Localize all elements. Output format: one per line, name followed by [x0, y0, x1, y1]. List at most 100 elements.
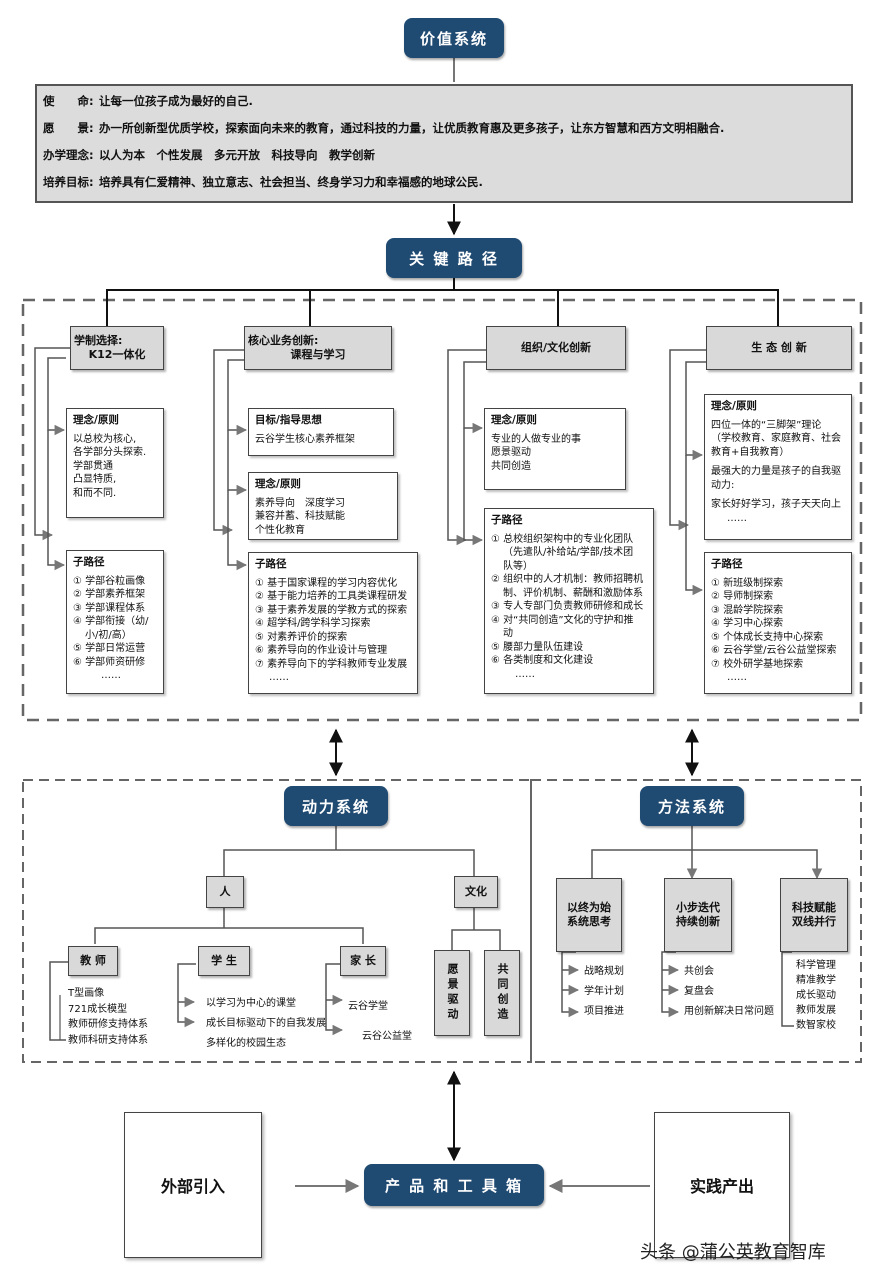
principle-box-col1: 理念/原则 以总校为核心, 各学部分头探索. 学部贯通 凸显特质, 和而不同. [66, 408, 164, 518]
principle-item: 和而不同. [73, 487, 117, 499]
philosophy-label: 办学理念: [43, 148, 94, 162]
subpath-box-col3: 子路径 ① 总校组织架构中的专业化团队 （先遣队/补给站/学部/技术团 队等） … [484, 508, 654, 694]
list-item: 721成长模型 [68, 1003, 128, 1015]
dynamics-system-title: 动力系统 [284, 786, 388, 826]
list-item: 共创会 [684, 966, 714, 977]
subpath-item: ② 学部素养框架 [73, 589, 146, 600]
method-list-2: 共创会 复盘会 用创新解决日常问题 [684, 962, 774, 1022]
column-title-core-business: 核心业务创新: 课程与学习 [244, 326, 392, 370]
method-line2: 持续创新 [676, 915, 720, 928]
teacher-list: T型画像 721成长模型 教师研修支持体系 教师科研支持体系 [68, 986, 148, 1048]
subpath-item: ① 总校组织架构中的专业化团队 [491, 533, 634, 545]
subpath-item: ④ 超学科/跨学科学习探索 [255, 618, 371, 629]
subpath-title: 子路径 [73, 556, 105, 568]
principle-ellipsis: …… [727, 512, 747, 524]
method-line1: 小步迭代 [676, 901, 720, 914]
subpath-item: ③ 学部课程体系 [73, 602, 146, 614]
list-item: 教师科研支持体系 [68, 1034, 148, 1046]
principle-item: 各学部分头探索. [73, 447, 147, 458]
value-system-title: 价值系统 [404, 18, 504, 58]
subpath-item: …… [515, 668, 535, 680]
principle-title: 理念/原则 [73, 414, 119, 426]
mission-row: 使 命:让每一位孩子成为最好的自己. [43, 94, 845, 121]
list-item: 复盘会 [684, 986, 714, 997]
principle-item: （学校教育、家庭教育、社会 [711, 433, 841, 444]
goal-text: 培养具有仁爱精神、独立意志、社会担当、终身学习力和幸福感的地球公民. [99, 175, 483, 189]
list-item: 多样化的校园生态 [206, 1038, 286, 1049]
people-box: 人 [206, 876, 244, 908]
method-line1: 以终为始 [567, 901, 611, 914]
subpath-item: ⑦ 校外研学基地探索 [711, 658, 804, 670]
parent-list: 云谷学堂 云谷公益堂 [348, 992, 412, 1052]
principle-item: 共同创造 [491, 460, 531, 472]
key-path-title: 关 键 路 径 [386, 238, 522, 278]
subpath-item: 动 [503, 628, 513, 639]
subpath-item: ⑤ 学部日常运营 [73, 643, 146, 654]
goal-title: 目标/指导思想 [255, 414, 322, 426]
vision-text: 办一所创新型优质学校，探索面向未来的教育，通过科技的力量，让优质教育惠及更多孩子… [99, 121, 725, 135]
method-line2: 双线并行 [792, 915, 836, 928]
subpath-item: ⑥ 素养导向的作业设计与管理 [255, 645, 388, 656]
principle-title: 理念/原则 [255, 478, 301, 490]
vision-drive-box: 愿景驱动 [434, 950, 470, 1036]
subpath-box-col2: 子路径 ① 基于国家课程的学习内容优化 ② 基于能力培养的工具类课程研发 ③ 基… [248, 552, 418, 694]
subpath-item: 队等） [503, 560, 533, 572]
subpath-item: …… [727, 672, 747, 683]
student-box: 学 生 [198, 946, 250, 976]
principle-title: 理念/原则 [711, 400, 757, 412]
list-item: 成长驱动 [796, 990, 836, 1001]
principle-item: 个性化教育 [255, 524, 305, 536]
list-item: 成长目标驱动下的自我发展 [206, 1018, 326, 1029]
list-item: 科学管理 [796, 960, 836, 971]
mission-text: 让每一位孩子成为最好的自己. [99, 94, 253, 108]
mission-panel: 使 命:让每一位孩子成为最好的自己. 愿 景: 办一所创新型优质学校，探索面向未来… [35, 84, 853, 203]
list-item: T型画像 [68, 988, 105, 999]
goal-label: 培养目标: [43, 175, 94, 189]
subpath-item: ⑥ 学部师资研修 [73, 656, 146, 668]
principle-item: 愿景驱动 [491, 447, 531, 458]
goal-box-col2: 目标/指导思想 云谷学生核心素养框架 [248, 408, 394, 456]
principle-box-col3: 理念/原则 专业的人做专业的事 愿景驱动 共同创造 [484, 408, 626, 490]
watermark-text: 头条 @蒲公英教育智库 [640, 1242, 826, 1263]
method-list-1: 战略规划 学年计划 项目推进 [584, 962, 624, 1022]
subpath-item: （先遣队/补给站/学部/技术团 [503, 547, 634, 558]
subpath-box-col4: 子路径 ① 新班级制探索 ② 导师制探索 ③ 混龄学院探索 ④ 学习中心探索 ⑤… [704, 552, 852, 694]
column-title-ecology: 生 态 创 新 [706, 326, 852, 370]
subpath-item: ③ 基于素养发展的学教方式的探索 [255, 604, 408, 616]
principle-item: 学部贯通 [73, 460, 113, 472]
goal-row: 培养目标: 培养具有仁爱精神、独立意志、社会担当、终身学习力和幸福感的地球公民. [43, 175, 845, 202]
list-item: 精准教学 [796, 975, 836, 986]
method-box-systems-thinking: 以终为始 系统思考 [556, 878, 622, 952]
goal-item: 云谷学生核心素养框架 [255, 433, 355, 445]
list-item: 教师研修支持体系 [68, 1019, 148, 1030]
student-list: 以学习为中心的课堂 成长目标驱动下的自我发展 多样化的校园生态 [206, 994, 326, 1054]
subpath-item: ③ 混龄学院探索 [711, 604, 784, 616]
list-item: 数智家校 [796, 1020, 836, 1031]
principle-title: 理念/原则 [491, 414, 537, 426]
parent-box: 家 长 [340, 946, 386, 976]
subpath-item: ④ 对“共同创造”文化的守护和推 [491, 614, 634, 626]
list-item: 战略规划 [584, 966, 624, 977]
method-system-title: 方法系统 [640, 786, 744, 826]
vision-row: 愿 景: 办一所创新型优质学校，探索面向未来的教育，通过科技的力量，让优质教育惠及… [43, 121, 845, 148]
subpath-item: ⑤ 对素养评价的探索 [255, 631, 348, 643]
method-box-tech: 科技赋能 双线并行 [780, 878, 848, 952]
subpath-item: ② 基于能力培养的工具类课程研发 [255, 591, 408, 602]
list-item: 项目推进 [584, 1006, 624, 1017]
subpath-item: 制、评价机制、薪酬和激励体系 [503, 587, 643, 599]
subpath-title: 子路径 [491, 514, 523, 526]
principle-item: 专业的人做专业的事 [491, 433, 581, 445]
method-line1: 科技赋能 [792, 901, 836, 914]
culture-box: 文化 [454, 876, 498, 908]
subpath-title: 子路径 [711, 558, 743, 570]
philosophy-row: 办学理念:以人为本 个性发展 多元开放 科技导向 教学创新 [43, 148, 845, 175]
list-item: 云谷公益堂 [362, 1031, 412, 1042]
subpath-item: ③ 专人专部门负责教师研修和成长 [491, 601, 644, 612]
subpath-item: …… [269, 672, 289, 683]
vision-label: 愿 景: [43, 121, 94, 135]
column-title-line1: 核心业务创新: [248, 334, 319, 347]
subpath-item: …… [101, 670, 121, 681]
list-item: 教师发展 [796, 1005, 836, 1016]
principle-item: 家长好好学习，孩子天天向上 [711, 499, 841, 510]
